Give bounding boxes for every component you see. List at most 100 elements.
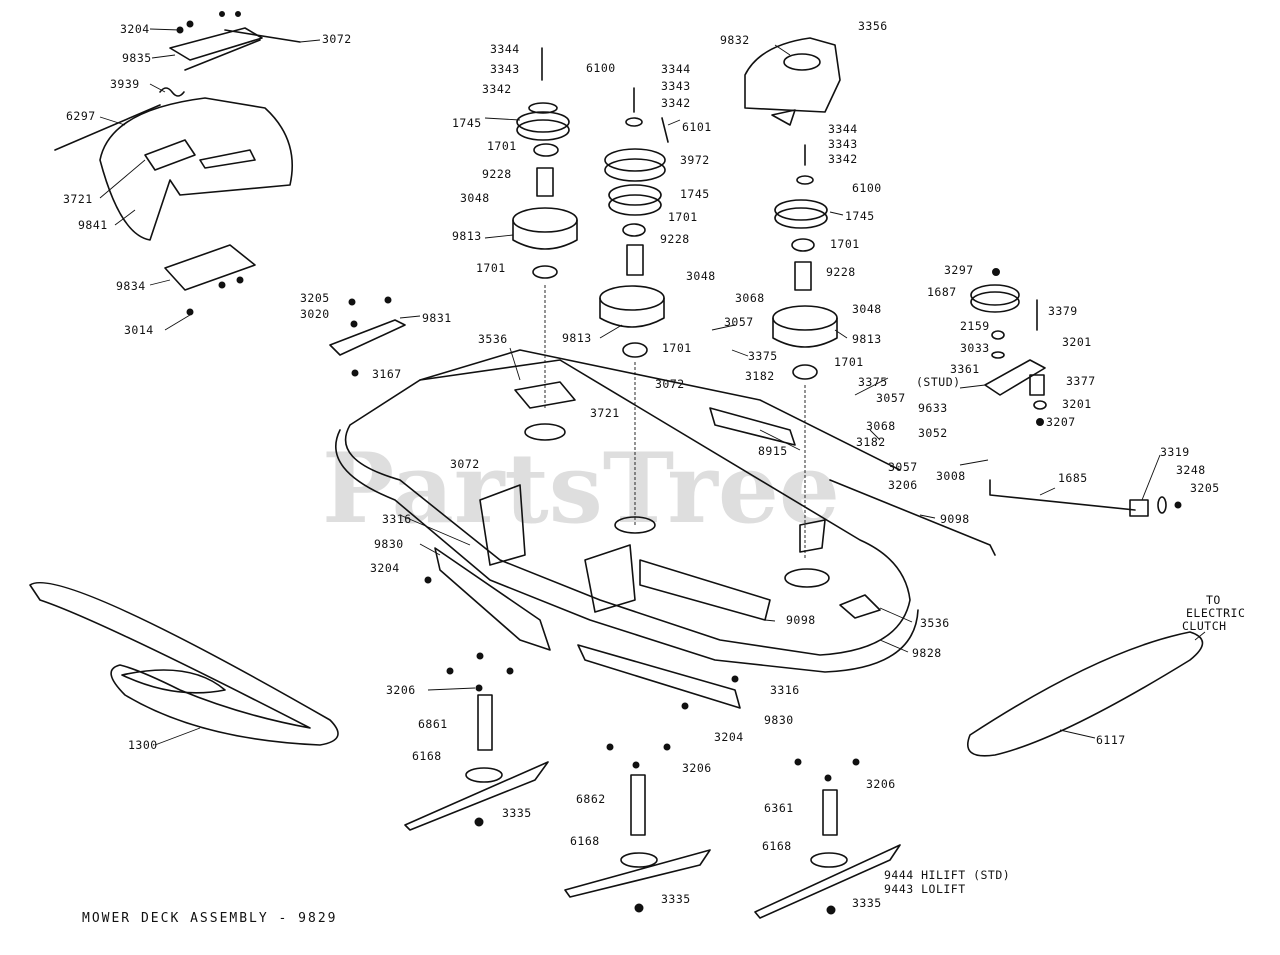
label: 1701 [476,261,506,275]
nut-icon [992,268,1000,276]
blade [754,844,901,919]
label: 3072 [655,377,685,391]
label: 1701 [487,139,517,153]
bearing-1701 [791,238,815,252]
idler-arm-group [829,268,1182,556]
label: 1745 [452,116,482,130]
belt-cover-opening [783,53,821,71]
nut-icon [384,296,392,304]
spindle-housing-base [772,317,838,348]
label: 1685 [1058,471,1088,485]
pulley-1745-right [774,199,828,221]
label: 3342 [661,96,691,110]
deck-cover-group [54,11,301,316]
pulley-1745-center [608,184,662,206]
cover-slot [199,149,256,169]
label: 3052 [918,426,948,440]
nut-icon [475,684,483,692]
pulley-rim [608,194,662,216]
screw-icon [186,20,194,28]
cover-bracket-9835 [169,27,263,61]
spacer-9228 [626,244,644,276]
label: 3020 [300,307,330,321]
deck-shield-3721 [514,381,576,409]
label: 6297 [66,109,96,123]
label: 3343 [661,79,691,93]
label: 1300 [128,738,158,752]
label: 3297 [944,263,974,277]
rod-6297 [54,104,161,151]
label: 9813 [562,331,592,345]
washer-3201 [1033,400,1047,410]
label: 3201 [1062,397,1092,411]
label: 6168 [412,749,442,763]
label: 3207 [1046,415,1076,429]
label: 3335 [852,896,882,910]
rod-3072 [224,29,301,43]
blade-assembly-center [564,774,711,913]
deck-lip [335,429,919,673]
blade-adapter-6168 [465,767,503,783]
label: 3201 [1062,335,1092,349]
part-number-labels: 3204 3072 9835 3939 6297 3721 9841 9834 … [63,19,1219,910]
label: 3048 [852,302,882,316]
label: (STUD) [916,375,961,389]
label: 3972 [680,153,710,167]
blade-assembly-right [754,789,901,919]
belt-cover-9832 [744,37,841,113]
label: 9835 [122,51,152,65]
washer-3033 [991,351,1005,359]
spacer-2159 [991,330,1005,340]
label: 9228 [660,232,690,246]
washer-icon [796,175,814,185]
label: 3342 [828,152,858,166]
blade-bolt-icon [826,905,836,915]
washer-icon [625,117,643,127]
washer-3248 [1157,496,1167,514]
label: 3057 [876,391,906,405]
bearing-1701-lower [622,342,648,358]
label: 3206 [888,478,918,492]
drive-belt-1300 [29,581,339,746]
blade-adapter-6168 [810,852,848,868]
label: 3377 [1066,374,1096,388]
label: 9443 LOLIFT [884,882,966,896]
label: 9813 [452,229,482,243]
screw-icon [236,276,244,284]
label: 3316 [770,683,800,697]
key-6101 [661,117,669,143]
label: 6168 [570,834,600,848]
spindle-shaft-6361 [822,789,838,836]
idler-arm-9633 [984,359,1046,396]
washer-icon [528,102,558,114]
baffle-left [479,484,526,566]
label: 3204 [120,22,150,36]
label: 6101 [682,120,712,134]
label: 9828 [912,646,942,660]
label: 3072 [450,457,480,471]
idler-pulley-1687 [970,284,1020,306]
pulley-rim [604,158,666,182]
label: 3248 [1176,463,1206,477]
label: 3343 [490,62,520,76]
label: 3068 [866,419,896,433]
baffle-center [584,544,636,613]
nut-icon [632,761,640,769]
label: 9834 [116,279,146,293]
label: 6862 [576,792,606,806]
blade-adapter-6168 [620,852,658,868]
label: 1687 [927,285,957,299]
spindle-shaft-6862 [630,774,646,836]
label: 9841 [78,218,108,232]
rod-9098-right [829,479,996,556]
label: 3721 [590,406,620,420]
label: 1701 [834,355,864,369]
screw-icon [218,281,226,289]
hardware-nuts [424,576,860,782]
blade-bolt-icon [474,817,484,827]
label: 3939 [110,77,140,91]
label: 6168 [762,839,792,853]
label: 9633 [918,401,948,415]
plate-9834 [164,244,256,291]
spindle-assembly-right [744,37,841,560]
